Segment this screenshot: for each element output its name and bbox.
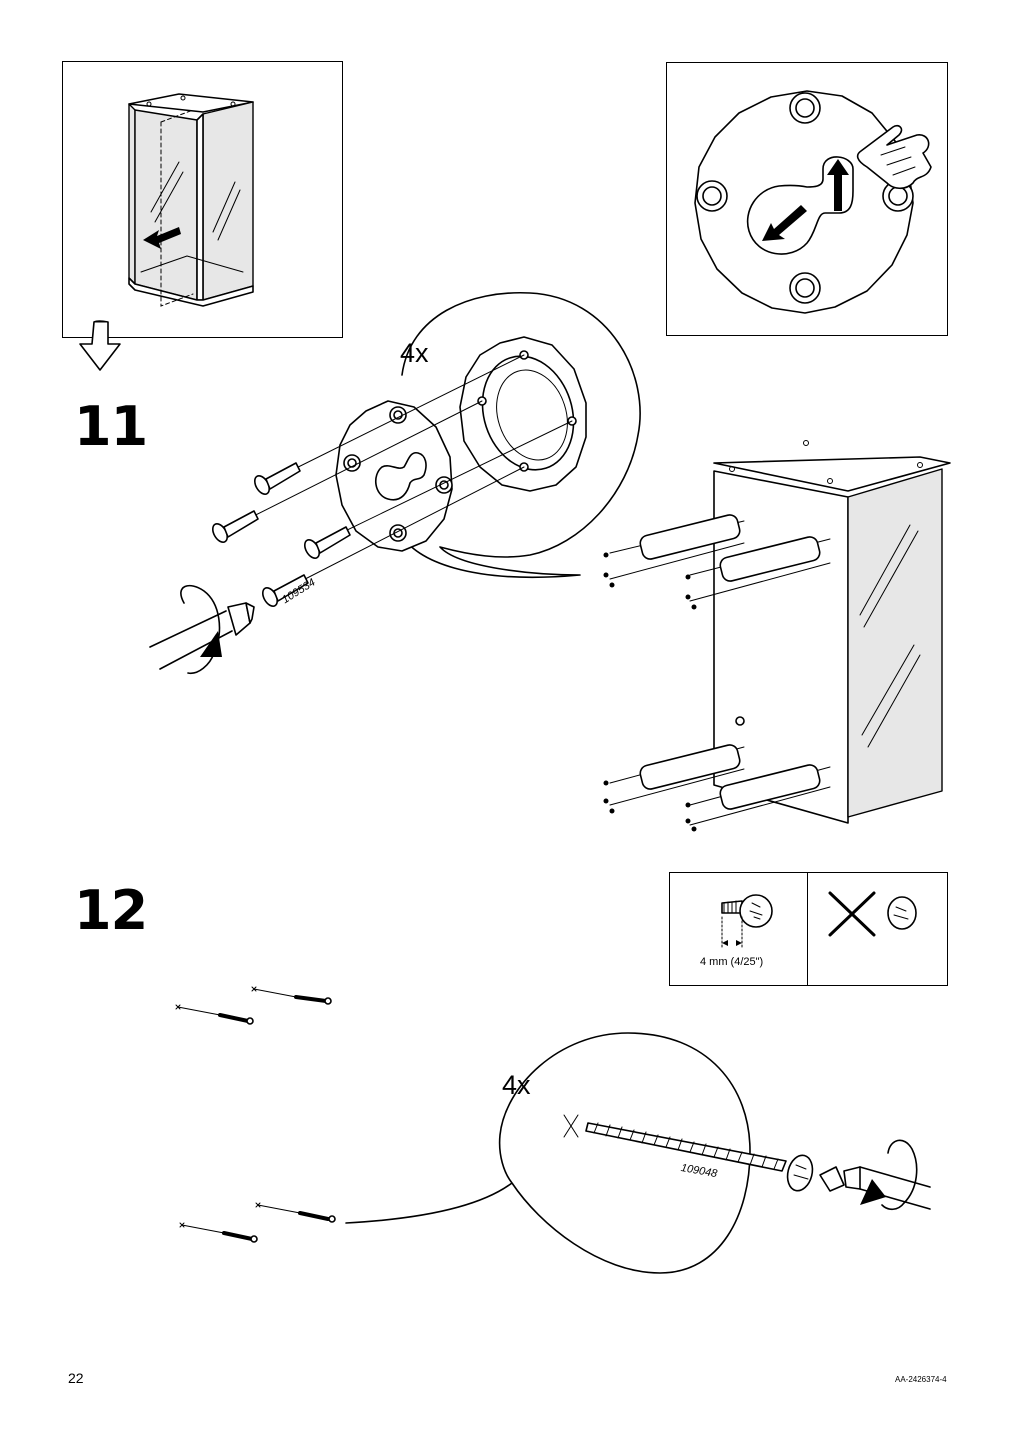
cross-icon <box>828 891 876 937</box>
arrow-down-outline-icon <box>79 320 121 371</box>
step-11-assembly-illustration <box>149 291 951 832</box>
screw-cap-incorrect-illustration <box>828 891 917 937</box>
screw-depth-label: 4 mm (4/25") <box>700 956 764 968</box>
step-12-number: 12 <box>74 879 148 942</box>
step-12-assembly-illustration <box>175 986 931 1274</box>
step-12-quantity: 4x <box>502 1070 531 1100</box>
screw-depth-note-frame: 4 mm (4/25") <box>669 872 948 986</box>
screw-cap-correct-illustration <box>721 894 773 948</box>
rotation-arrow-icon <box>180 584 222 675</box>
screw-icon <box>251 986 332 1005</box>
rotation-arrow-icon <box>860 1139 918 1211</box>
screwdriver-icon <box>819 1166 931 1210</box>
document-code: AA-2426374-4 <box>895 1375 947 1384</box>
screw-icon <box>179 1222 258 1243</box>
screwdriver-icon <box>149 602 255 670</box>
screw-icon <box>211 510 259 543</box>
screw-icon <box>175 1004 254 1025</box>
step-11-number: 11 <box>74 395 148 458</box>
keyhole-bracket-illustration <box>694 90 932 314</box>
cabinet-glass-panel-frame <box>62 61 343 338</box>
screw-icon <box>255 1202 336 1223</box>
cap-icon <box>887 896 917 930</box>
note-divider <box>807 873 808 986</box>
keyhole-bracket-detail-frame <box>666 62 948 336</box>
screw-icon <box>303 526 351 559</box>
screw-icon <box>253 462 301 495</box>
page-number: 22 <box>68 1370 84 1386</box>
hand-pointer-icon <box>856 124 932 190</box>
cabinet-glass-illustration <box>128 93 254 307</box>
cam-dowel-icon <box>639 514 821 810</box>
screw-icon <box>261 574 309 607</box>
